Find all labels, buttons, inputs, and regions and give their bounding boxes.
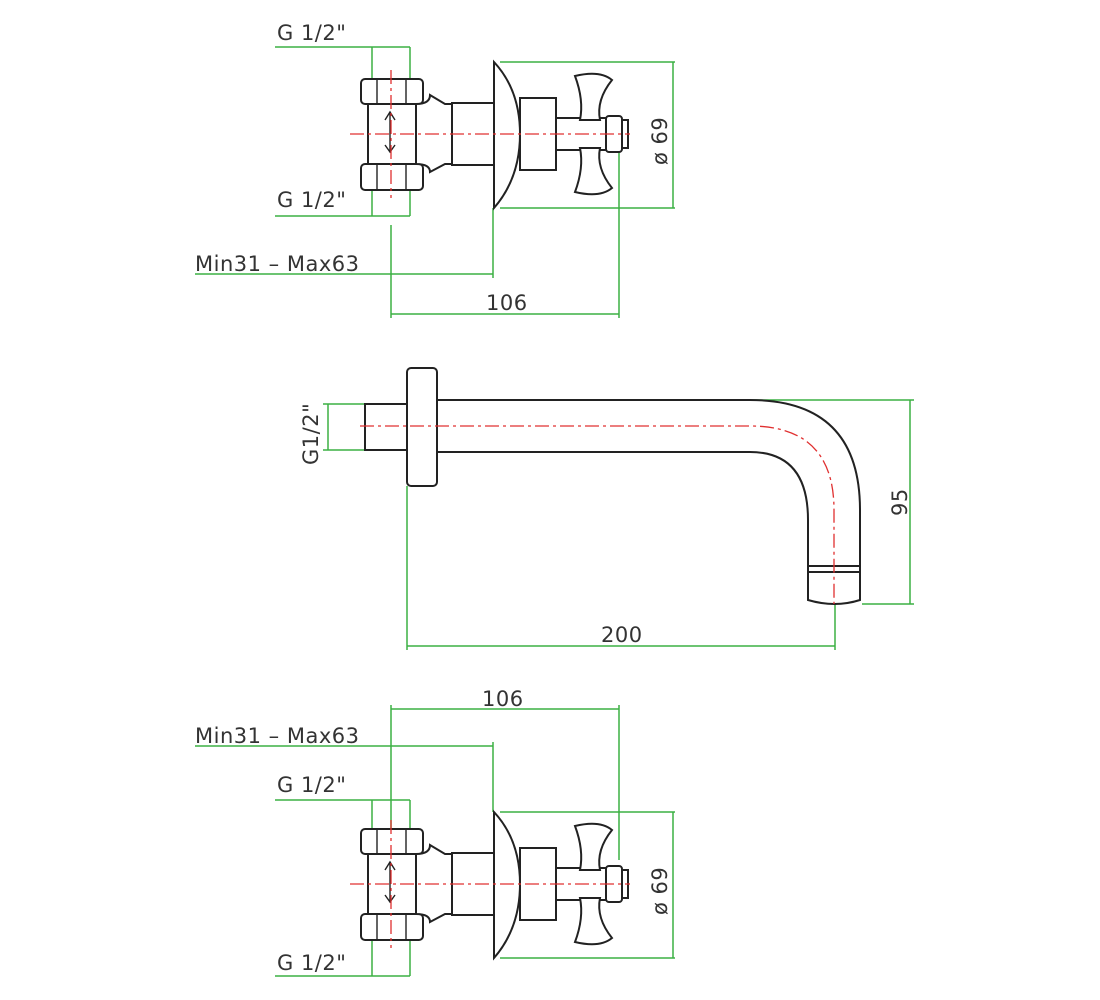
spout: G1/2" 200 95 <box>299 367 914 650</box>
top-valve-thread-top-label: G 1/2" <box>277 21 346 45</box>
bottom-valve-dimensions <box>195 705 675 977</box>
bottom-valve: 106 Min31 – Max63 G 1/2" G 1/2" ø 69 <box>195 687 675 977</box>
top-valve-thread-bottom-label: G 1/2" <box>277 188 346 212</box>
bottom-valve-wall-range-label: Min31 – Max63 <box>195 724 359 748</box>
spout-centerline <box>360 425 835 604</box>
spout-dimensions <box>323 399 914 650</box>
bottom-valve-body <box>360 809 629 961</box>
spout-thread-label: G1/2" <box>299 403 323 465</box>
top-valve-dimensions <box>195 46 675 318</box>
top-valve-diameter-label: ø 69 <box>648 117 672 165</box>
bottom-valve-diameter-label: ø 69 <box>648 867 672 915</box>
top-valve-length-label: 106 <box>486 291 528 315</box>
spout-body <box>364 367 861 605</box>
spout-drop-label: 95 <box>888 488 912 516</box>
top-valve-wall-range-label: Min31 – Max63 <box>195 252 359 276</box>
top-valve: G 1/2" G 1/2" Min31 – Max63 106 ø 69 <box>195 21 675 318</box>
bottom-valve-thread-bottom-label: G 1/2" <box>277 951 346 975</box>
spout-length-label: 200 <box>601 623 643 647</box>
top-valve-body <box>360 59 629 211</box>
bottom-valve-length-label: 106 <box>482 687 524 711</box>
bottom-valve-thread-top-label: G 1/2" <box>277 773 346 797</box>
